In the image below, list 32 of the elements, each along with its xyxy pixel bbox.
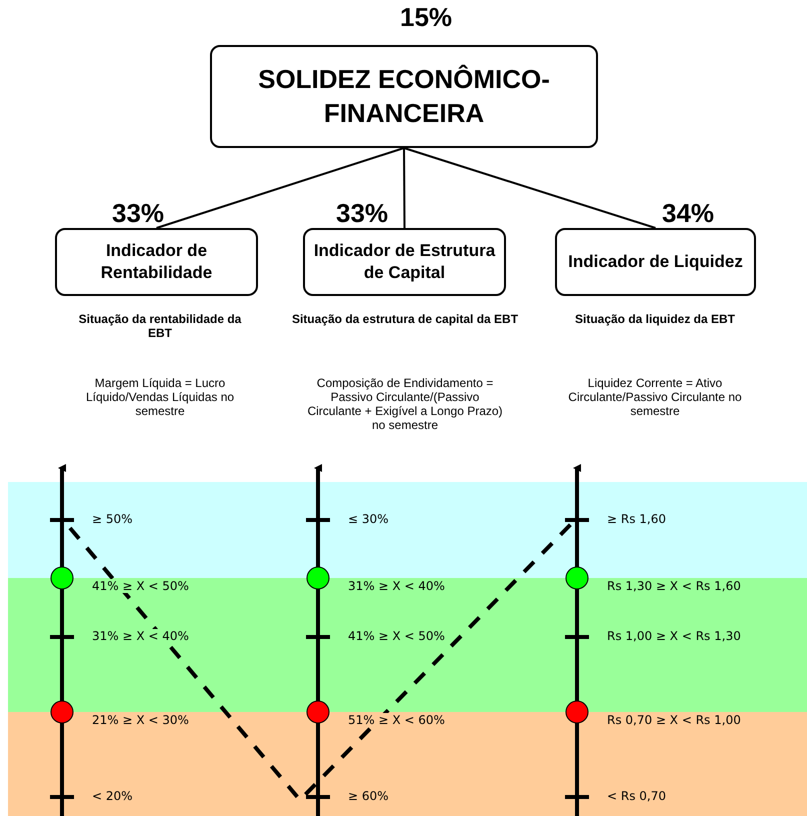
indicator-description: Situação da liquidez da EBT	[574, 312, 736, 326]
indicator-description: Situação da estrutura de capital da EBT	[290, 312, 520, 326]
weight-percent: 34%	[662, 198, 714, 229]
indicator-box: Indicador de Estrutura de Capital	[303, 228, 506, 296]
scale-label: ≥ Rs 1,60	[605, 512, 668, 526]
scale-label: 51% ≥ X < 60%	[346, 713, 447, 727]
scale-label: 21% ≥ X < 30%	[90, 713, 191, 727]
indicator-description: Situação da rentabilidade da EBT	[78, 312, 242, 340]
scale-label: 31% ≥ X < 40%	[90, 629, 191, 643]
formula-text: Liquidez Corrente = Ativo Circulante/Passivo Circulante no semestre	[567, 376, 743, 418]
connector-line	[403, 148, 406, 228]
scale-label: 31% ≥ X < 40%	[346, 579, 447, 593]
scale-label: < Rs 0,70	[605, 789, 668, 803]
scale-label: 41% ≥ X < 50%	[90, 579, 191, 593]
connector-line	[404, 147, 656, 229]
formula-text: Margem Líquida = Lucro Líquido/Vendas Líquidas no semestre	[84, 376, 236, 418]
connector-line	[156, 147, 404, 229]
scale-label: ≥ 50%	[90, 512, 135, 526]
scale-label: Rs 1,30 ≥ X < Rs 1,60	[605, 579, 743, 593]
indicator-box: SOLIDEZ ECONÔMICO-FINANCEIRA	[210, 45, 598, 148]
scale-label: 41% ≥ X < 50%	[346, 629, 447, 643]
indicator-box: Indicador de Rentabilidade	[55, 228, 258, 296]
scale-label: < 20%	[90, 789, 135, 803]
scale-label: ≥ 60%	[346, 789, 391, 803]
scale-label: ≤ 30%	[346, 512, 391, 526]
weight-percent: 33%	[336, 198, 388, 229]
scale-label: Rs 1,00 ≥ X < Rs 1,30	[605, 629, 743, 643]
weight-percent: 15%	[400, 2, 452, 33]
scale-label: Rs 0,70 ≥ X < Rs 1,00	[605, 713, 743, 727]
weight-percent: 33%	[112, 198, 164, 229]
formula-text: Composição de Endividamento = Passivo Circulante/(Passivo Circulante + Exigível a Longo Prazo) no semestre	[306, 376, 504, 432]
indicator-box: Indicador de Liquidez	[555, 228, 756, 296]
